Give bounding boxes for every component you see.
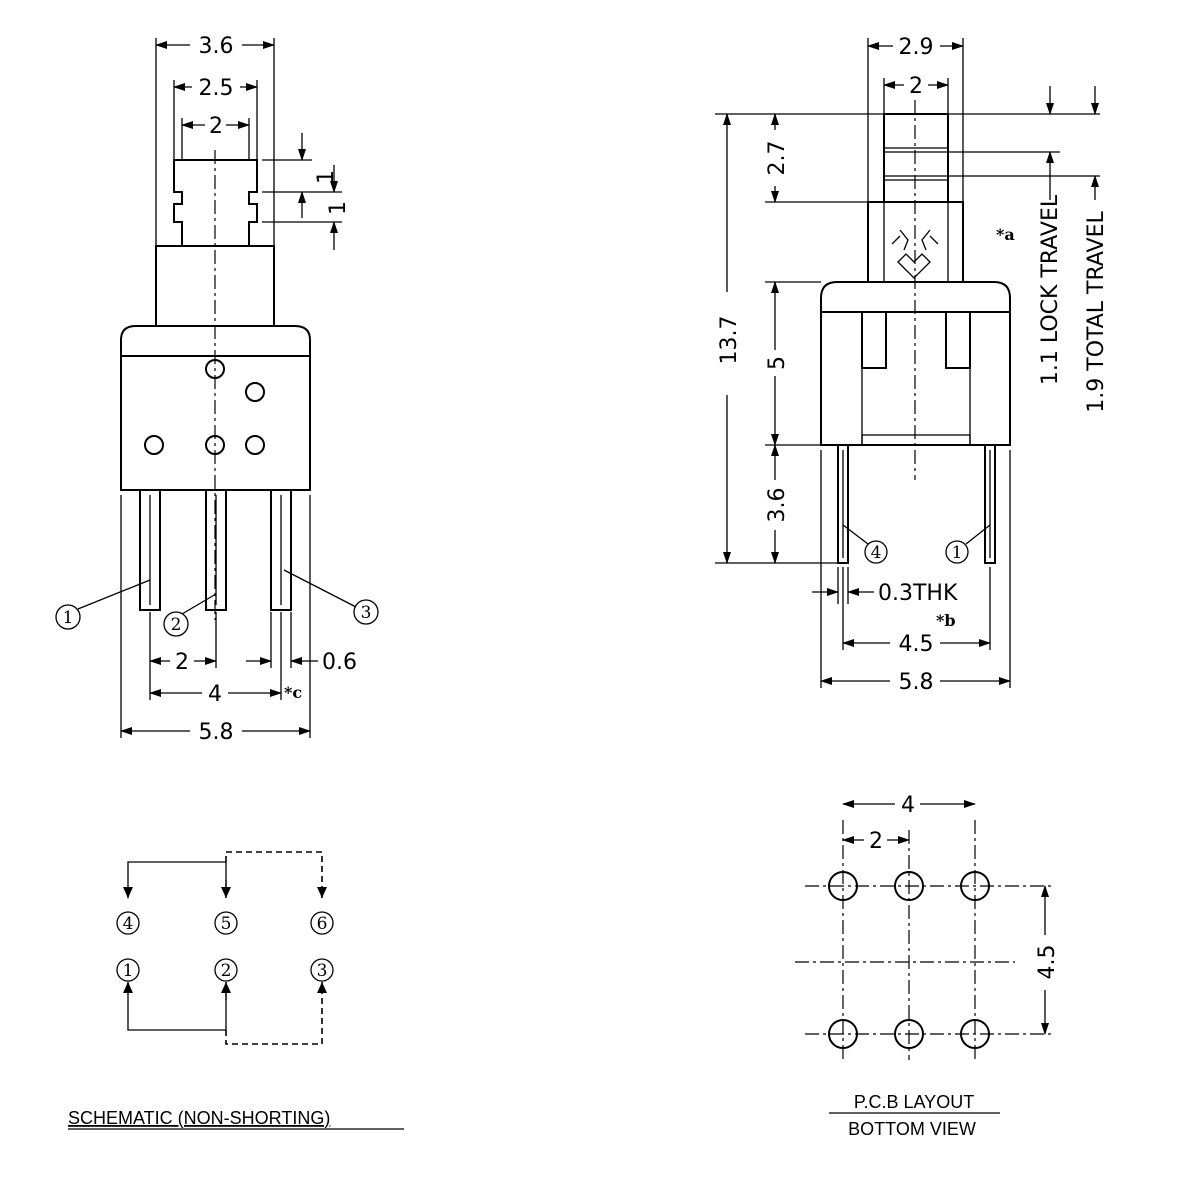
schematic-link-top (124, 861, 227, 899)
svg-text:4: 4 (871, 543, 882, 563)
svg-text:1: 1 (952, 543, 963, 563)
schematic-pin-3 (310, 958, 334, 982)
pcb-dim-pitch: 2 (869, 829, 883, 854)
side-hole (245, 435, 265, 455)
svg-text:3: 3 (361, 603, 372, 623)
side-pin-label-1 (55, 604, 81, 630)
svg-text:1: 1 (123, 961, 134, 981)
pcb-subtitle: BOTTOM VIEW (848, 1119, 976, 1139)
svg-text:2: 2 (171, 615, 182, 635)
svg-text:1: 1 (63, 608, 74, 628)
front-dim-body-height: 5 (765, 356, 790, 370)
schematic-title: SCHEMATIC (NON-SHORTING) (68, 1108, 330, 1128)
front-dim-pin-height: 3.6 (765, 488, 790, 523)
side-hole (245, 382, 265, 402)
svg-text:4: 4 (123, 914, 134, 934)
front-dim-width-stem: 2 (909, 74, 923, 99)
front-pin-label-4 (864, 540, 888, 564)
front-total-travel: 1.9 TOTAL TRAVEL (1084, 211, 1109, 413)
side-body (120, 325, 311, 491)
side-dim-width-top: 3.6 (199, 34, 234, 59)
side-hole (205, 359, 225, 379)
pcb-hole (828, 871, 858, 901)
schematic: 4 5 6 1 2 3 SCHEMATIC (NON-SHORTING) (68, 851, 404, 1130)
front-note-a: *a (996, 225, 1015, 244)
front-dim-pin-pitch: 4.5 (899, 632, 934, 657)
front-dim-body-width: 5.8 (899, 670, 934, 695)
side-pin-2 (205, 489, 227, 611)
side-note-c: *c (284, 683, 302, 702)
pcb-dim-row-gap: 4.5 (1035, 945, 1060, 980)
front-slot-left (861, 311, 887, 369)
side-dim-step2: 1 (326, 201, 351, 215)
schematic-link-bottom (124, 981, 227, 1031)
schematic-pin-2 (214, 958, 238, 982)
pcb-hole (894, 871, 924, 901)
side-pin-label-3 (353, 599, 379, 625)
schematic-dash-bottom (225, 982, 323, 1045)
schematic-pin-6 (310, 911, 334, 935)
side-hole (205, 435, 225, 455)
front-view: 2.9 2 13.7 2.7 5 3.6 1.1 LOCK TRAVEL (715, 35, 1109, 695)
side-dim-pitch: 2 (175, 650, 189, 675)
front-dim-total-height: 13.7 (717, 316, 742, 365)
svg-text:6: 6 (317, 914, 328, 934)
front-pin-4 (837, 444, 849, 564)
side-dim-pitch2: 4 (208, 682, 222, 707)
side-dim-step1: 1 (314, 170, 339, 184)
front-dim-thickness: 0.3THK (878, 581, 958, 606)
svg-text:5: 5 (221, 914, 232, 934)
side-pin-1 (139, 489, 161, 611)
side-dim-width-mid: 2.5 (199, 76, 234, 101)
front-pin-label-1 (945, 540, 969, 564)
side-pin-label-2 (163, 611, 189, 637)
side-dim-body-width: 5.8 (199, 720, 234, 745)
front-body (820, 281, 1011, 446)
side-dim-pin-width: 0.6 (322, 650, 357, 675)
pcb-hole (960, 1019, 990, 1049)
front-slot-right (945, 311, 971, 369)
front-pin-1 (984, 444, 996, 564)
pcb-hole (960, 871, 990, 901)
front-note-b: *b (936, 611, 956, 630)
front-heart-cam (891, 229, 939, 279)
schematic-pin-1 (116, 958, 140, 982)
svg-text:2: 2 (221, 961, 232, 981)
side-pin-3 (270, 489, 292, 611)
side-dim-width-stem: 2 (209, 114, 223, 139)
pcb-hole (828, 1019, 858, 1049)
svg-text:3: 3 (317, 961, 328, 981)
schematic-pin-4 (116, 911, 140, 935)
pcb-hole (894, 1019, 924, 1049)
front-dim-stem-height: 2.7 (765, 141, 790, 176)
side-hole (144, 435, 164, 455)
side-view: 3.6 2.5 2 1 1 2 0.6 (55, 34, 379, 745)
front-actuator (883, 113, 949, 203)
pcb-dim-pitch2: 4 (901, 793, 915, 818)
front-lock-travel: 1.1 LOCK TRAVEL (1038, 194, 1063, 385)
schematic-dash-top (225, 851, 323, 898)
front-dim-width-top: 2.9 (899, 35, 934, 60)
schematic-pin-5 (214, 911, 238, 935)
pcb-layout: 4 2 4.5 P.C.B LAYOUT BOTTOM VIEW (795, 793, 1060, 1139)
pcb-title: P.C.B LAYOUT (854, 1092, 974, 1112)
